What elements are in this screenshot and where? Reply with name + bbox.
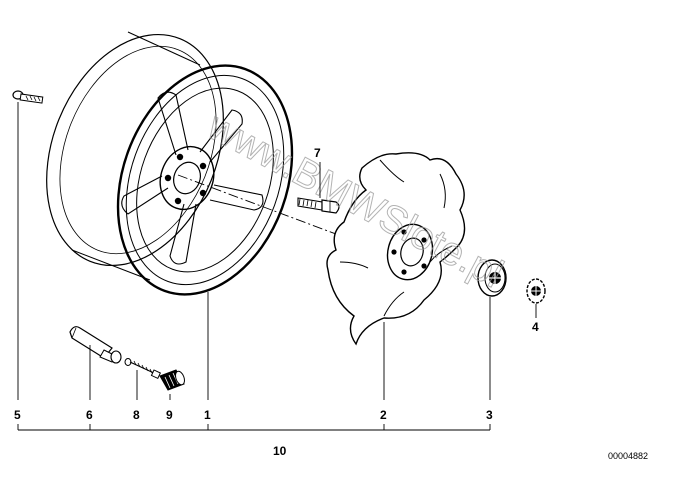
- callout-8: 8: [133, 408, 140, 422]
- callout-5: 5: [14, 408, 21, 422]
- lock-bolt: [12, 90, 44, 104]
- leader-lines: [17, 102, 537, 431]
- callout-6: 6: [86, 408, 93, 422]
- callout-9: 9: [166, 408, 173, 422]
- wheel-rim: [46, 31, 294, 296]
- callout-10: 10: [273, 444, 287, 458]
- valve-core: [124, 358, 162, 380]
- valve-cap: [159, 369, 185, 391]
- callout-4: 4: [532, 320, 539, 334]
- callout-2: 2: [380, 408, 387, 422]
- valve-stem: [69, 326, 122, 364]
- hub-cover: [326, 152, 466, 346]
- wheel-bolt: [297, 197, 340, 214]
- hub-emblem-cap: [477, 259, 507, 297]
- callout-1: 1: [204, 408, 211, 422]
- callout-7: 7: [314, 146, 321, 160]
- document-number: 00004882: [608, 451, 648, 461]
- callout-3: 3: [486, 408, 493, 422]
- emblem: [526, 278, 546, 304]
